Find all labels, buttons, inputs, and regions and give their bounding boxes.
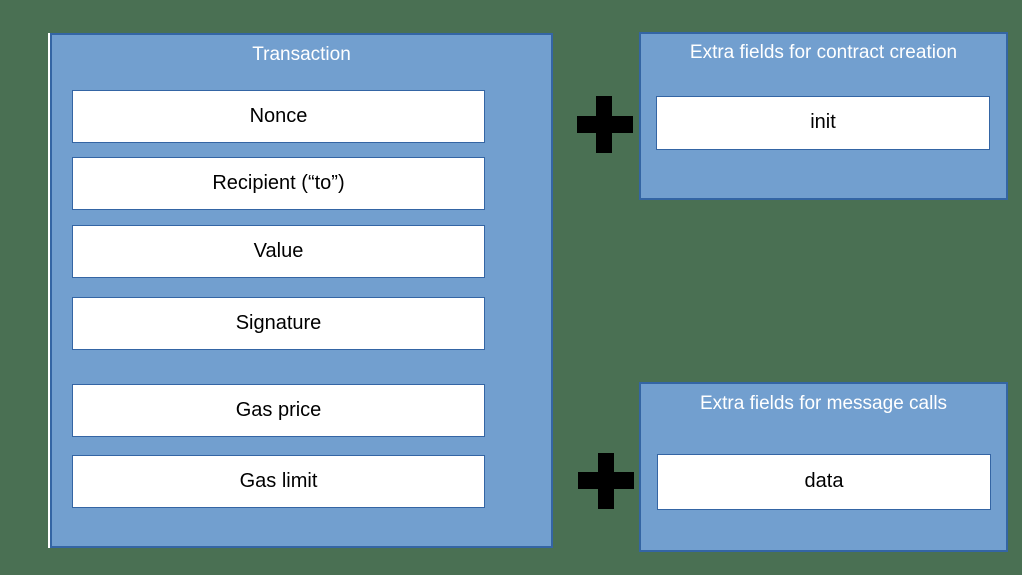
field-init: init	[656, 96, 990, 150]
plus-bar-vertical	[596, 96, 612, 153]
message-panel-title: Extra fields for message calls	[699, 393, 948, 414]
field-gas-price: Gas price	[72, 384, 485, 437]
transaction-panel-title: Transaction	[252, 44, 351, 65]
field-signature: Signature	[72, 297, 485, 350]
plus-icon	[577, 96, 633, 153]
message-calls-panel: Extra fields for message calls data	[639, 382, 1008, 552]
panel-left-highlight	[48, 33, 50, 548]
plus-bar-vertical	[598, 453, 614, 509]
plus-icon	[578, 453, 634, 509]
contract-creation-panel: Extra fields for contract creation init	[639, 32, 1008, 200]
field-recipient: Recipient (“to”)	[72, 157, 485, 210]
field-gas-limit: Gas limit	[72, 455, 485, 508]
transaction-panel: Transaction Nonce Recipient (“to”) Value…	[48, 33, 553, 548]
field-data: data	[657, 454, 991, 510]
field-nonce: Nonce	[72, 90, 485, 143]
contract-panel-title: Extra fields for contract creation	[641, 39, 1006, 66]
contract-panel-title-text: Extra fields for contract creation	[689, 42, 958, 63]
field-value: Value	[72, 225, 485, 278]
